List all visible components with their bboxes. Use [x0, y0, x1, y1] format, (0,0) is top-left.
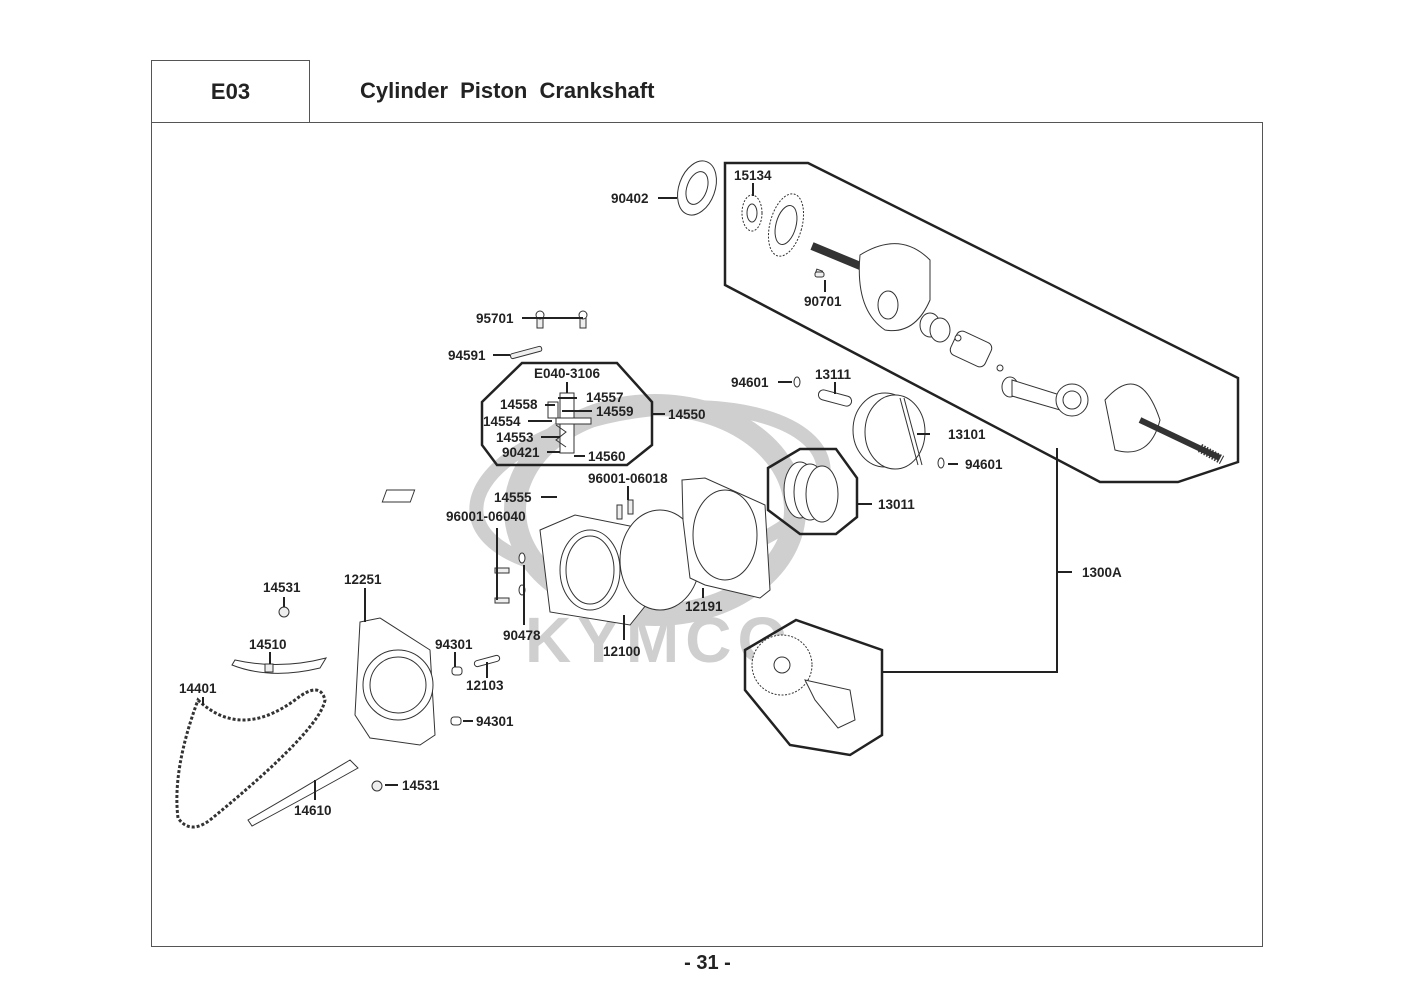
cylinder-12100	[539, 509, 701, 626]
circlip-94601-a	[793, 376, 801, 388]
gasket-12251	[354, 617, 436, 746]
watermark-text: KYMCO	[525, 604, 793, 676]
part-label: 14401	[179, 681, 217, 696]
page-title: Cylinder Piston Crankshaft	[360, 78, 655, 103]
part-label: 14559	[596, 404, 634, 419]
part-label: 94301	[476, 714, 514, 729]
part-label: 90701	[804, 294, 842, 309]
circlip-94601-b	[937, 457, 945, 469]
part-label: 14554	[483, 414, 521, 429]
part-label: 14550	[668, 407, 706, 422]
crankshaft-assembly-box	[723, 161, 1240, 484]
crankpin	[949, 330, 1004, 372]
sprocket-15134	[741, 194, 763, 232]
part-label: 94301	[435, 637, 473, 652]
part-label: 14531	[263, 580, 301, 595]
diagram-frame	[151, 122, 1263, 947]
piston-pin-13111	[817, 389, 853, 407]
bolt-14531-a	[278, 606, 290, 618]
part-label: 14557	[586, 390, 624, 405]
page-number: - 31 -	[684, 952, 731, 974]
gear-group-box	[743, 618, 884, 757]
part-label: 96001-06018	[588, 471, 668, 486]
piston-rings-13011	[783, 461, 839, 523]
part-label: 94601	[731, 375, 769, 390]
guide-14610	[247, 759, 359, 827]
guide-14510	[231, 657, 328, 674]
crank-gear	[767, 193, 805, 257]
part-label: 14510	[249, 637, 287, 652]
part-label: 1300A	[1082, 565, 1122, 580]
gear-1300A-parts	[751, 634, 856, 729]
part-label: 13011	[878, 497, 915, 512]
dowels	[450, 654, 501, 726]
part-label: 14531	[402, 778, 440, 793]
part-label: 12251	[344, 572, 382, 587]
part-label: 13111	[815, 367, 852, 382]
part-label: 12100	[603, 644, 641, 659]
piston-ring-group-box	[766, 447, 859, 536]
part-label: 14610	[294, 803, 332, 818]
part-label: 14560	[588, 449, 626, 464]
connecting-rod	[1001, 376, 1089, 417]
piston-13101	[852, 392, 926, 470]
washer-90402	[677, 160, 717, 216]
woodruff-key-90701	[814, 271, 825, 278]
assembly-bracket-1300A	[882, 448, 1058, 673]
section-code: E03	[151, 60, 310, 123]
part-label: 12103	[466, 678, 504, 693]
part-label: 94601	[965, 457, 1003, 472]
crankshaft-right	[1104, 383, 1225, 464]
crankpin-bearing	[919, 312, 951, 343]
part-label: 90402	[611, 191, 649, 206]
leader-lines	[202, 183, 958, 800]
part-label: 90478	[503, 628, 541, 643]
part-label: 95701	[476, 311, 514, 326]
bolts-95701	[535, 310, 588, 329]
part-label: 94591	[448, 348, 486, 363]
gasket-14555	[381, 489, 416, 503]
part-label: E040-3106	[534, 366, 601, 381]
bolts-96001-06040	[494, 567, 510, 604]
gasket-12191	[681, 477, 771, 599]
bolt-14531-b	[371, 780, 383, 792]
bolts-96001-06018	[616, 499, 634, 520]
part-label: 15134	[734, 168, 772, 183]
tensioner-group-box	[480, 361, 654, 467]
gasket-94591	[509, 345, 543, 360]
part-label: 14555	[494, 490, 532, 505]
part-label: 12191	[685, 599, 723, 614]
part-label: 90421	[502, 445, 540, 460]
part-label: 96001-06040	[446, 509, 526, 524]
part-label: 14558	[500, 397, 538, 412]
part-label: 14553	[496, 430, 534, 445]
crankshaft-left	[810, 242, 931, 332]
chain-14401	[175, 688, 327, 829]
part-label: 13101	[948, 427, 986, 442]
